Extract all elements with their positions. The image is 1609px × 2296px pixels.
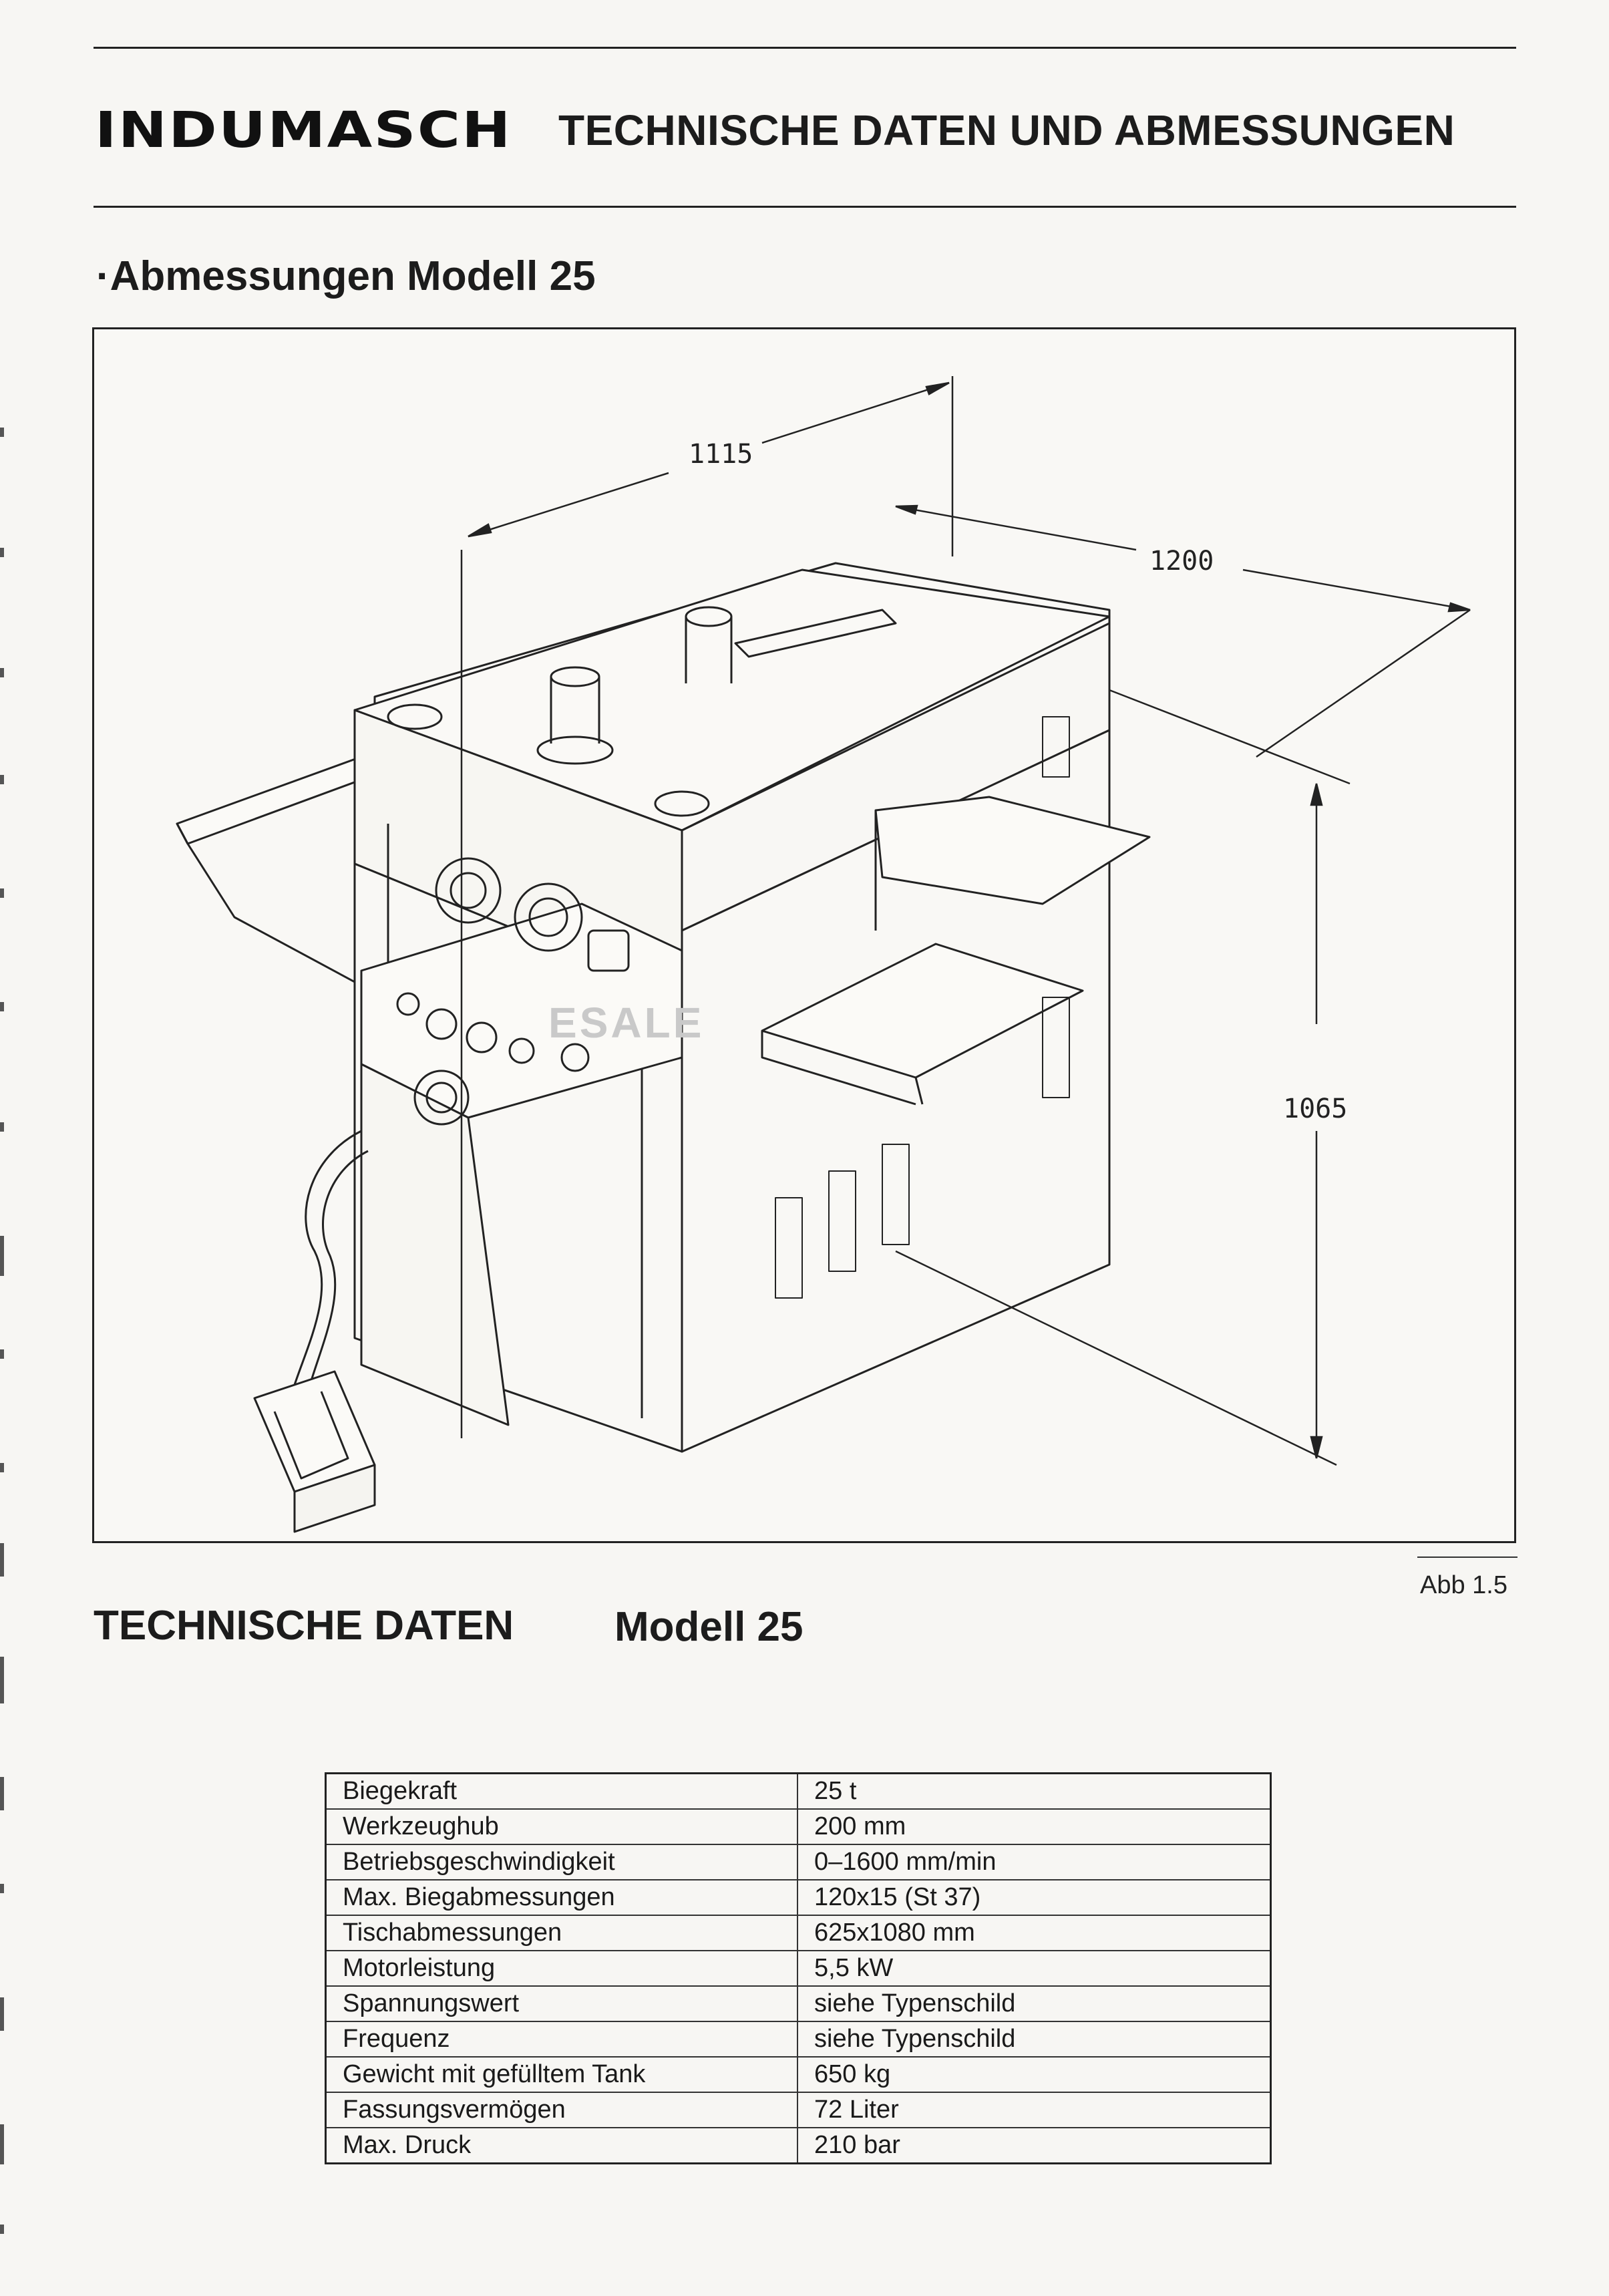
dimensions-title: ·Abmessungen Modell 25 bbox=[96, 253, 596, 299]
spec-label: Max. Druck bbox=[325, 2127, 798, 2164]
spec-value: 650 kg bbox=[797, 2056, 1272, 2093]
dimension-depth-label: 1200 bbox=[1149, 546, 1214, 577]
watermark: ESALE bbox=[548, 999, 704, 1047]
machine-drawing-figure: 1115 1200 1065 ESALE bbox=[92, 327, 1516, 1543]
spec-value: 0–1600 mm/min bbox=[797, 1844, 1272, 1880]
spec-value: 200 mm bbox=[797, 1808, 1272, 1845]
caption-rule bbox=[1417, 1556, 1517, 1558]
spec-value: 72 Liter bbox=[797, 2092, 1272, 2128]
spec-label: Frequenz bbox=[325, 2021, 798, 2058]
spec-label: Max. Biegabmessungen bbox=[325, 1879, 798, 1916]
spec-label: Biegekraft bbox=[325, 1772, 798, 1810]
header-rule bbox=[94, 206, 1516, 208]
spec-label: Fassungsvermögen bbox=[325, 2092, 798, 2128]
top-rule bbox=[94, 47, 1516, 49]
dimension-height-label: 1065 bbox=[1283, 1094, 1347, 1124]
spec-value: 5,5 kW bbox=[797, 1950, 1272, 1987]
machine-drawing: 1115 1200 1065 ESALE bbox=[176, 376, 1471, 1533]
spec-value: 120x15 (St 37) bbox=[797, 1879, 1272, 1916]
document-title: TECHNISCHE DATEN UND ABMESSUNGEN bbox=[558, 106, 1455, 154]
spec-label: Betriebsgeschwindigkeit bbox=[325, 1844, 798, 1880]
brand-logo: INDUMASCH bbox=[95, 102, 512, 159]
tech-data-title: TECHNISCHE DATEN bbox=[94, 1603, 514, 1649]
spec-label: Gewicht mit gefülltem Tank bbox=[325, 2056, 798, 2093]
tech-data-model: Modell 25 bbox=[614, 1604, 803, 1650]
spec-value: 210 bar bbox=[797, 2127, 1272, 2164]
spec-label: Werkzeughub bbox=[325, 1808, 798, 1845]
figure-caption: Abb 1.5 bbox=[1420, 1571, 1507, 1599]
spec-label: Tischabmessungen bbox=[325, 1915, 798, 1951]
spec-value: siehe Typenschild bbox=[797, 2021, 1272, 2058]
spec-value: 625x1080 mm bbox=[797, 1915, 1272, 1951]
spec-label: Spannungswert bbox=[325, 1985, 798, 2022]
dimension-width-label: 1115 bbox=[689, 439, 753, 470]
spec-value: siehe Typenschild bbox=[797, 1985, 1272, 2022]
spec-value: 25 t bbox=[797, 1772, 1272, 1810]
spec-label: Motorleistung bbox=[325, 1950, 798, 1987]
